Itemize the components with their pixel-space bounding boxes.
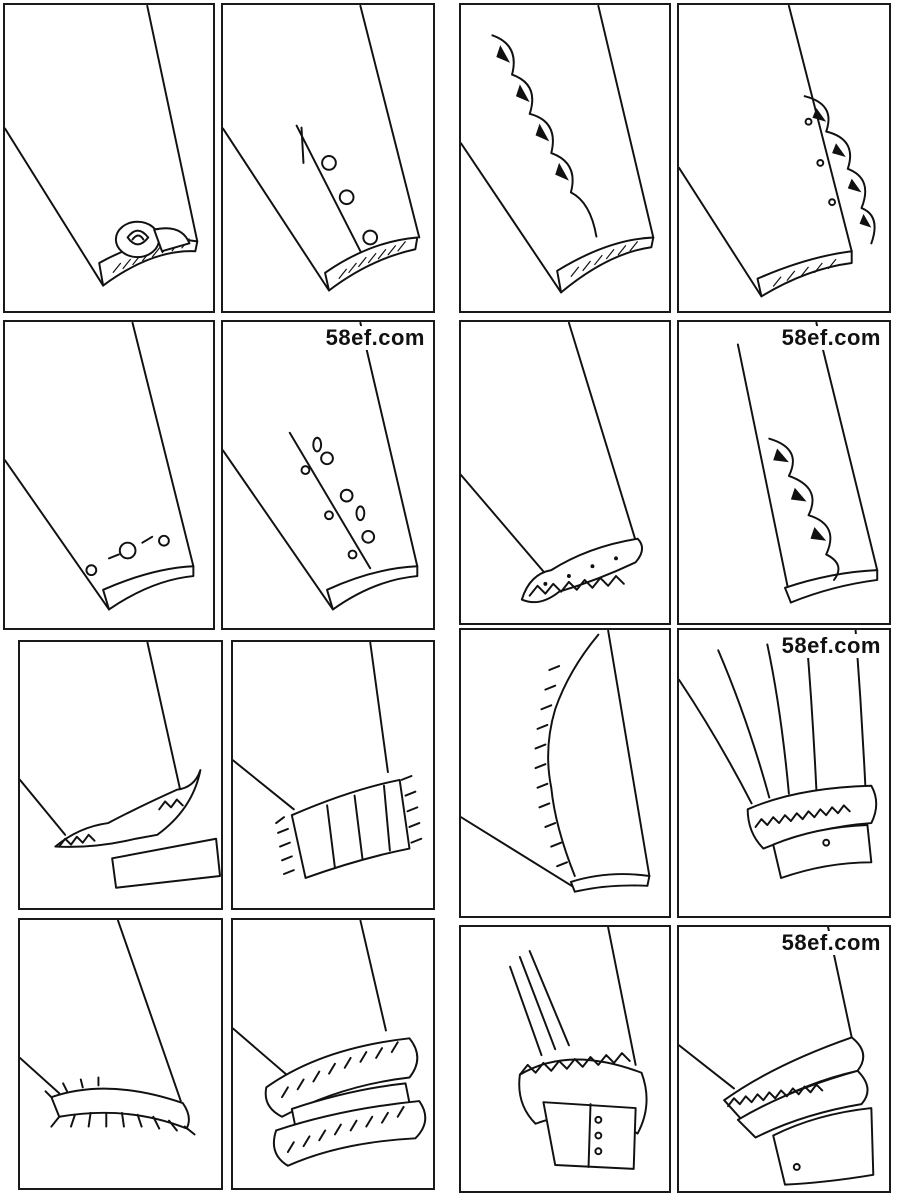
button-icon [324,510,334,521]
flower-icon [158,534,170,547]
sleeve-panel-16: 58ef.com [677,925,891,1193]
button-icon [822,838,831,847]
button-icon [338,189,355,206]
button-icon [816,158,825,167]
watermark: 58ef.com [779,325,883,350]
flower-icon [85,564,98,577]
button-icon [594,1131,603,1140]
leaf-icon [355,505,366,522]
sleeve-illustration-pleated-button [509,927,648,1170]
sleeve-illustration-rose [5,5,199,287]
sleeve-illustration-flounce [461,322,643,604]
button-icon [300,465,311,476]
sleeve-panel-2 [221,3,435,313]
sleeve-panel-6: 58ef.com [221,320,435,630]
sleeve-illustration-embroidery [5,322,195,611]
sleeve-panel-3 [459,3,671,313]
sleeve-panel-14 [231,918,435,1190]
sleeve-panel-11 [459,628,671,918]
sleeve-illustration-box-cuff [233,642,423,879]
watermark: 58ef.com [779,633,883,658]
button-icon [804,117,813,126]
sleeve-panel-1 [3,3,215,313]
sleeve-illustration-fringe [20,920,196,1136]
button-icon [594,1147,603,1156]
sleeve-panel-12: 58ef.com [677,628,891,918]
sleeve-illustration-scallop [20,642,221,889]
flower-icon [339,488,354,503]
button-icon [347,549,358,560]
watermark: 58ef.com [779,930,883,955]
sleeve-panel-4 [677,3,891,313]
sleeve-panel-5 [3,320,215,630]
button-icon [321,155,337,171]
sleeve-illustration-floral-placket [223,322,419,611]
rose-icon [114,220,161,259]
watermark: 58ef.com [323,325,427,350]
sleeve-panel-10 [231,640,435,910]
sleeve-illustration-diagonal-ruffle [736,322,879,604]
sleeve-illustration-gathered-band [233,920,427,1167]
sleeve-panel-13 [18,918,223,1190]
leaf-icon [312,436,323,453]
flower-icon [320,451,334,466]
sleeve-illustration-ruffle-seam [461,5,655,294]
button-icon [362,229,379,246]
sleeve-illustration-long-ruffle [461,630,651,893]
sleeve-illustration-pleated-ruffle [679,630,878,879]
button-icon [828,198,837,207]
sleeve-illustration-buttons [223,5,421,292]
button-icon [792,1163,801,1171]
flower-icon [361,529,376,544]
sleeve-illustration-ruffle-buttons [679,5,876,298]
sleeve-panel-15 [459,925,671,1193]
rose-icon [118,541,137,560]
sleeve-panel-9 [18,640,223,910]
sleeve-illustration-tiered-ruffle [679,927,875,1186]
sleeve-panel-7 [459,320,671,625]
button-icon [594,1115,603,1124]
sleeve-panel-8: 58ef.com [677,320,891,625]
